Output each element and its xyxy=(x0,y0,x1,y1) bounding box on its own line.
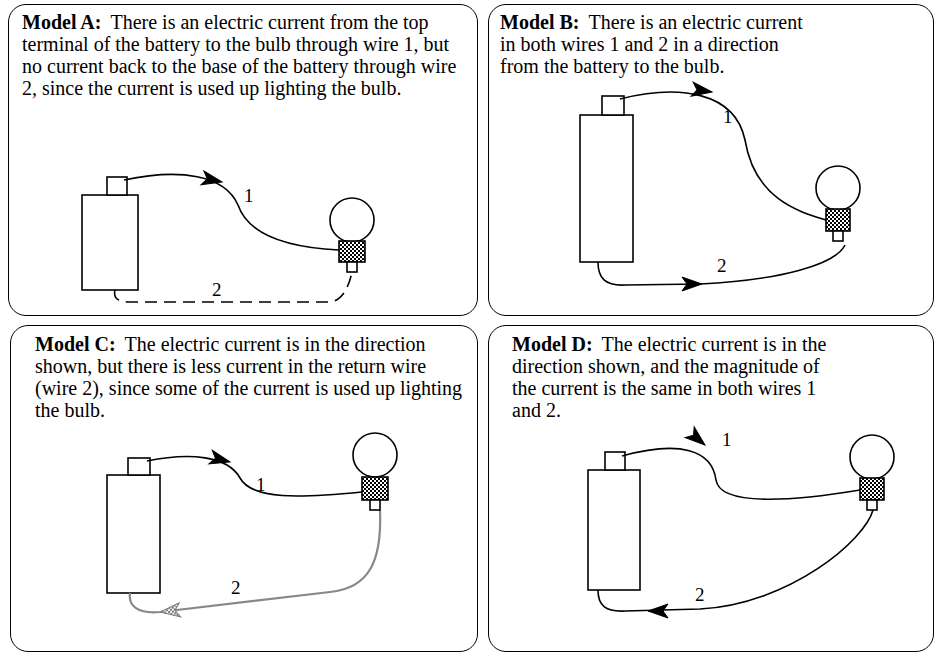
bulb-tip xyxy=(370,500,380,510)
model-box: Model B:There is an electric current in … xyxy=(488,4,934,316)
grey-wire xyxy=(130,510,380,612)
wire xyxy=(622,448,860,499)
wire-number: 2 xyxy=(717,256,727,276)
bulb-base xyxy=(860,478,884,500)
wire-number: 2 xyxy=(231,578,241,598)
bulb-base xyxy=(362,477,388,500)
model-description: Model D:The electric current is in the d… xyxy=(512,333,847,421)
arrowhead xyxy=(209,450,232,468)
model-heading: Model D: xyxy=(512,333,593,355)
hatched-arrowhead xyxy=(159,603,180,619)
model-box: Model A:There is an electric current fro… xyxy=(8,4,478,316)
arrowhead xyxy=(682,277,702,291)
wire-number: 2 xyxy=(212,280,222,300)
bulb-tip xyxy=(833,231,843,241)
model-heading: Model B: xyxy=(500,11,579,33)
model-description: Model C:The electric current is in the d… xyxy=(35,333,465,421)
wire-number: 1 xyxy=(722,430,732,450)
model-heading: Model C: xyxy=(35,333,116,355)
battery-terminal xyxy=(605,452,625,470)
model-description: Model A:There is an electric current fro… xyxy=(22,11,467,99)
battery-terminal xyxy=(128,458,150,475)
bulb xyxy=(816,166,860,210)
wire xyxy=(620,92,826,220)
model-heading: Model A: xyxy=(22,11,101,33)
wire-number: 1 xyxy=(256,475,266,495)
bulb-tip xyxy=(867,500,877,510)
model-box: Model D:The electric current is in the d… xyxy=(488,325,934,652)
battery-body xyxy=(588,470,640,590)
arrowhead xyxy=(691,82,713,99)
bulb-tip xyxy=(347,262,357,272)
wire-number: 1 xyxy=(723,107,733,127)
bulb-base xyxy=(339,241,365,262)
battery-body xyxy=(82,195,138,290)
model-description: Model B:There is an electric current in … xyxy=(500,11,805,77)
battery-body xyxy=(107,475,160,593)
wire xyxy=(147,457,362,496)
battery-body xyxy=(580,115,633,262)
bulb xyxy=(353,433,397,477)
wire-number: 2 xyxy=(695,585,705,605)
arrowhead xyxy=(648,604,668,618)
arrowhead xyxy=(685,427,709,451)
dashed-wire xyxy=(115,272,352,302)
bulb xyxy=(330,198,374,242)
wire xyxy=(598,245,845,285)
bulb xyxy=(850,435,894,479)
wire xyxy=(598,510,873,611)
wire-number: 1 xyxy=(244,186,254,206)
arrowhead xyxy=(201,171,223,189)
model-box: Model C:The electric current is in the d… xyxy=(10,325,478,652)
wire xyxy=(124,174,339,250)
bulb-base xyxy=(826,209,850,231)
